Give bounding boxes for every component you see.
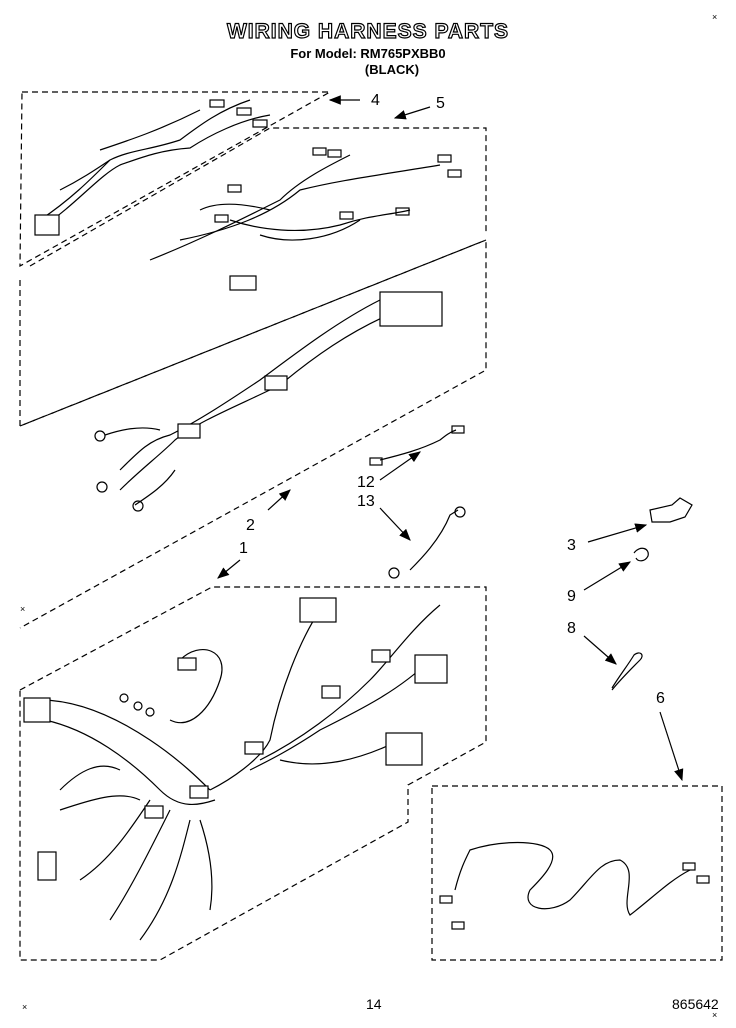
harness-panel-2 xyxy=(19,239,487,629)
callout-6: 6 xyxy=(656,690,665,707)
harness-panel-6 xyxy=(431,785,723,961)
color-note: (BLACK) xyxy=(364,62,420,77)
part-13 xyxy=(388,506,466,579)
callout-13: 13 xyxy=(357,493,375,510)
registration-mark-icon: × xyxy=(22,1002,28,1012)
harness-panel-4 xyxy=(19,91,333,268)
callout-9: 9 xyxy=(567,588,576,605)
callout-1: 1 xyxy=(239,540,248,557)
harness-panel-5 xyxy=(29,127,487,291)
part-9 xyxy=(633,547,649,562)
page-number: 14 xyxy=(366,996,382,1012)
part-12 xyxy=(369,425,465,466)
harness-panel-1 xyxy=(19,586,487,961)
part-3 xyxy=(649,497,693,523)
page-title: WIRING HARNESS PARTS xyxy=(226,19,510,43)
document-number: 865642 xyxy=(672,996,719,1012)
callout-4: 4 xyxy=(371,92,380,109)
callout-12: 12 xyxy=(357,474,375,491)
model-subtitle: For Model: RM765PXBB0 xyxy=(290,46,446,61)
callout-2: 2 xyxy=(246,517,255,534)
registration-mark-icon: × xyxy=(712,12,718,22)
registration-mark-icon: × xyxy=(20,604,26,614)
registration-mark-icon: × xyxy=(712,1010,718,1020)
callout-3: 3 xyxy=(567,537,576,554)
callout-8: 8 xyxy=(567,620,576,637)
callout-5: 5 xyxy=(436,95,445,112)
part-8 xyxy=(611,652,643,691)
